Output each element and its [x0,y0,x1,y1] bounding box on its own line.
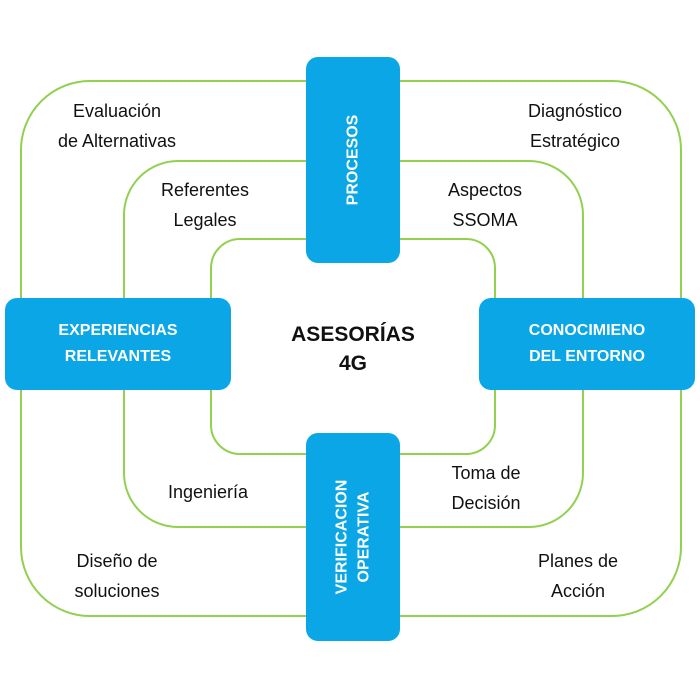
outer-label-planes: Planes de Acción [503,546,653,606]
middle-label-aspectos: Aspectos SSOMA [420,175,550,235]
middle-label-ingenieria: Ingeniería [143,477,273,507]
experiencias-label-line1: EXPERIENCIAS [58,322,178,339]
verificacion-label-line1: VERIFICACION [333,479,351,595]
middle-label-referentes-line1: Referentes [160,180,250,200]
middle-label-toma-decision-line2: Decisión [451,493,521,513]
center-title: ASESORÍAS 4G [258,320,448,378]
middle-label-aspectos-line2: SSOMA [452,210,518,230]
outer-label-planes-line2: Acción [550,581,606,601]
verificacion-operativa-box: VERIFICACION OPERATIVA [306,433,400,641]
verificacion-label-line2: OPERATIVA [355,491,373,583]
outer-label-diagnostico-line1: Diagnóstico [527,101,623,121]
outer-label-planes-line1: Planes de [537,551,619,571]
experiencias-relevantes-box: EXPERIENCIAS RELEVANTES [5,298,231,390]
outer-label-evaluacion-line2: de Alternativas [57,131,177,151]
outer-label-diagnostico: Diagnóstico Estratégico [500,96,650,156]
middle-label-referentes-line2: Legales [173,210,237,230]
procesos-box: PROCESOS [306,57,400,263]
conocimiento-label-line1: CONOCIMIENO [528,322,646,339]
middle-label-aspectos-line1: Aspectos [447,180,523,200]
outer-label-evaluacion-line1: Evaluación [72,101,162,121]
conocimiento-entorno-box: CONOCIMIENO DEL ENTORNO [479,298,695,390]
center-title-line1: ASESORÍAS [291,323,415,346]
middle-label-ingenieria-line1: Ingeniería [167,482,249,502]
outer-label-diseno-line2: soluciones [74,581,160,601]
middle-label-toma-decision: Toma de Decisión [421,458,551,518]
experiencias-label-line2: RELEVANTES [64,348,172,365]
outer-label-diseno-line1: Diseño de [76,551,158,571]
procesos-label: PROCESOS [344,114,361,206]
outer-label-diseno: Diseño de soluciones [42,546,192,606]
conocimiento-label-line2: DEL ENTORNO [529,348,645,365]
middle-label-toma-decision-line1: Toma de [451,463,521,483]
outer-label-evaluacion: Evaluación de Alternativas [42,96,192,156]
middle-label-referentes: Referentes Legales [140,175,270,235]
center-title-line2: 4G [338,352,367,375]
outer-label-diagnostico-line2: Estratégico [529,131,621,151]
